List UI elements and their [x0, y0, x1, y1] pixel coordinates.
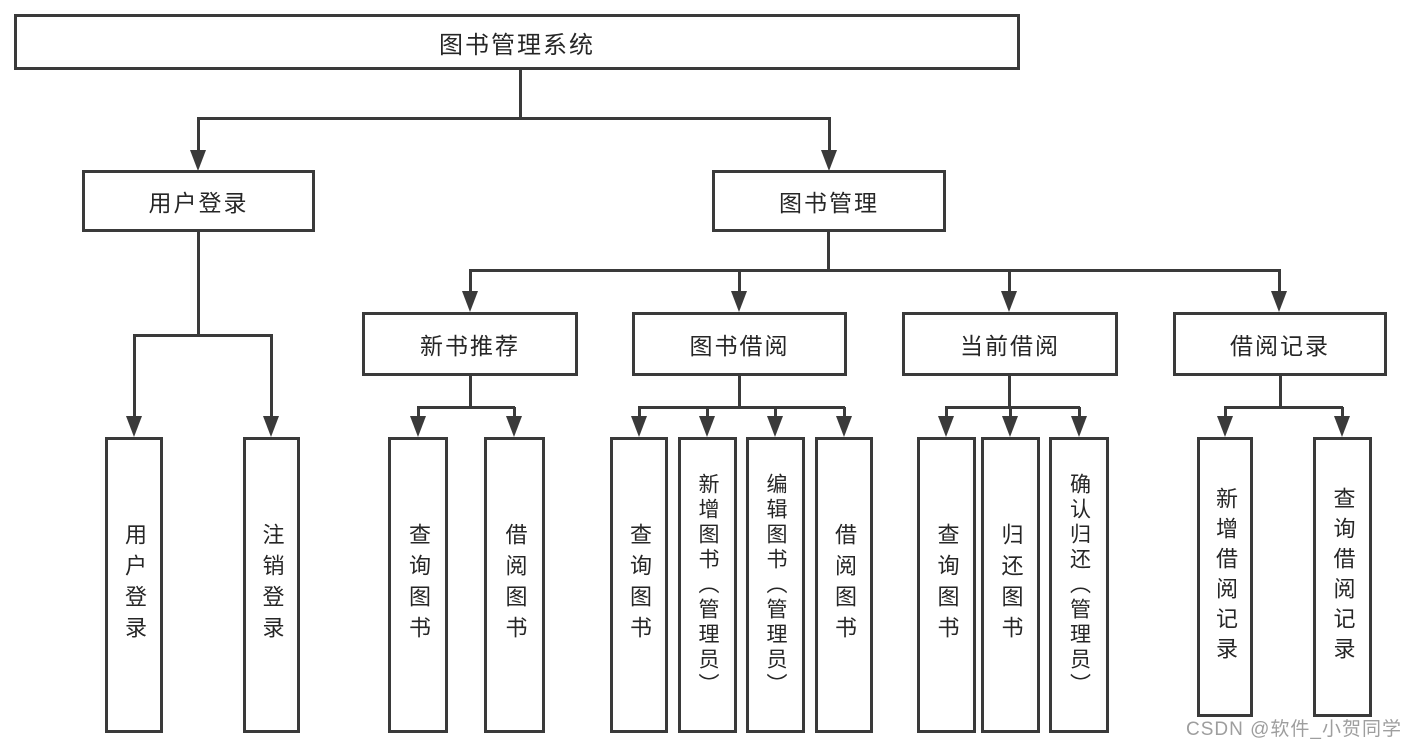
node-user-login: 用户登录 [105, 437, 163, 733]
connector-drop-book-borrow [738, 270, 741, 292]
connector-nb-stem [469, 376, 472, 407]
connector-drop-br-query [1341, 407, 1344, 421]
connector-drop-bb-query [638, 407, 641, 421]
connector-br-branch [1224, 406, 1343, 409]
arrowhead-user-login [126, 416, 142, 437]
arrowhead-nb-borrow [506, 416, 522, 437]
connector-root-branch [197, 117, 831, 120]
arrowhead-logout [263, 416, 279, 437]
connector-drop-nb-borrow [513, 407, 516, 421]
arrowhead-bb-add [699, 416, 715, 437]
arrowhead-bb-query [631, 416, 647, 437]
connector-drop-current-borrow [1008, 270, 1011, 292]
node-bb-borrow-label: 借阅图书 [832, 523, 857, 647]
node-current-borrow-label: 当前借阅 [960, 333, 1060, 359]
connector-book-mgmt-branch [469, 269, 1281, 272]
connector-root-stem [519, 70, 522, 118]
connector-book-mgmt-stem [827, 232, 830, 272]
arrowhead-new-book-rec [462, 291, 478, 312]
connector-bb-stem [738, 376, 741, 407]
connector-drop-nb-query [417, 407, 420, 421]
arrowhead-current-borrow [1001, 291, 1017, 312]
node-br-query: 查询借阅记录 [1313, 437, 1372, 717]
node-borrow-records-label: 借阅记录 [1230, 333, 1330, 359]
connector-drop-user-login-group [197, 118, 200, 152]
node-br-add-label: 新增借阅记录 [1213, 487, 1238, 667]
arrowhead-cb-confirm [1071, 416, 1087, 437]
node-new-book-rec-label: 新书推荐 [420, 333, 520, 359]
connector-nb-branch [417, 406, 515, 409]
connector-drop-new-book-rec [469, 270, 472, 292]
node-cb-query-label: 查询图书 [934, 523, 960, 647]
arrowhead-book-mgmt [821, 150, 837, 171]
connector-drop-cb-confirm [1078, 407, 1081, 421]
node-user-login-label: 用户登录 [122, 523, 147, 647]
node-root: 图书管理系统 [14, 14, 1020, 70]
arrowhead-cb-return [1002, 416, 1018, 437]
connector-drop-borrow-records [1278, 270, 1281, 292]
connector-login-branch [133, 334, 273, 337]
node-borrow-records: 借阅记录 [1173, 312, 1387, 376]
connector-drop-book-mgmt [828, 118, 831, 152]
node-book-mgmt: 图书管理 [712, 170, 946, 232]
arrowhead-br-query [1334, 416, 1350, 437]
node-logout: 注销登录 [243, 437, 300, 733]
node-nb-borrow-label: 借阅图书 [502, 523, 528, 647]
node-cb-return: 归还图书 [981, 437, 1040, 733]
node-bb-edit-label: 编辑图书（管理员） [764, 472, 787, 698]
node-logout-label: 注销登录 [259, 523, 285, 647]
node-br-add: 新增借阅记录 [1197, 437, 1253, 717]
node-bb-query: 查询图书 [610, 437, 668, 733]
node-br-query-label: 查询借阅记录 [1330, 487, 1356, 667]
connector-cb-stem [1008, 376, 1011, 407]
connector-drop-cb-query [945, 407, 948, 421]
csdn-watermark: CSDN @软件_小贺同学 [1186, 719, 1402, 740]
connector-drop-cb-return [1009, 407, 1012, 421]
node-bb-borrow: 借阅图书 [815, 437, 873, 733]
node-user-login-group-label: 用户登录 [148, 190, 249, 216]
connector-drop-user-login [133, 335, 136, 419]
node-current-borrow: 当前借阅 [902, 312, 1118, 376]
arrowhead-book-borrow [731, 291, 747, 312]
connector-br-stem [1279, 376, 1282, 407]
arrowhead-br-add [1217, 416, 1233, 437]
connector-drop-bb-add [706, 407, 709, 421]
connector-drop-bb-edit [774, 407, 777, 421]
arrowhead-user-login-group [190, 150, 206, 171]
arrowhead-bb-borrow [836, 416, 852, 437]
node-nb-query-label: 查询图书 [406, 523, 431, 647]
node-bb-query-label: 查询图书 [627, 523, 652, 647]
connector-bb-branch [638, 406, 845, 409]
connector-drop-br-add [1224, 407, 1227, 421]
node-cb-query: 查询图书 [917, 437, 976, 733]
arrowhead-cb-query [938, 416, 954, 437]
node-cb-return-label: 归还图书 [998, 523, 1024, 647]
node-nb-query: 查询图书 [388, 437, 448, 733]
node-user-login-group: 用户登录 [82, 170, 315, 232]
node-bb-add: 新增图书（管理员） [678, 437, 737, 733]
node-book-mgmt-label: 图书管理 [779, 190, 879, 216]
node-cb-confirm-label: 确认归还（管理员） [1067, 472, 1091, 698]
arrowhead-bb-edit [767, 416, 783, 437]
node-bb-add-label: 新增图书（管理员） [696, 472, 719, 698]
connector-login-stem [197, 232, 200, 335]
node-bb-edit: 编辑图书（管理员） [746, 437, 805, 733]
node-nb-borrow: 借阅图书 [484, 437, 545, 733]
node-book-borrow-label: 图书借阅 [689, 333, 790, 359]
arrowhead-nb-query [410, 416, 426, 437]
node-cb-confirm: 确认归还（管理员） [1049, 437, 1109, 733]
node-book-borrow: 图书借阅 [632, 312, 847, 376]
connector-drop-logout [270, 335, 273, 419]
node-root-label: 图书管理系统 [439, 31, 595, 59]
node-new-book-rec: 新书推荐 [362, 312, 578, 376]
connector-drop-bb-borrow [843, 407, 846, 421]
arrowhead-borrow-records [1271, 291, 1287, 312]
connector-cb-branch [945, 406, 1080, 409]
